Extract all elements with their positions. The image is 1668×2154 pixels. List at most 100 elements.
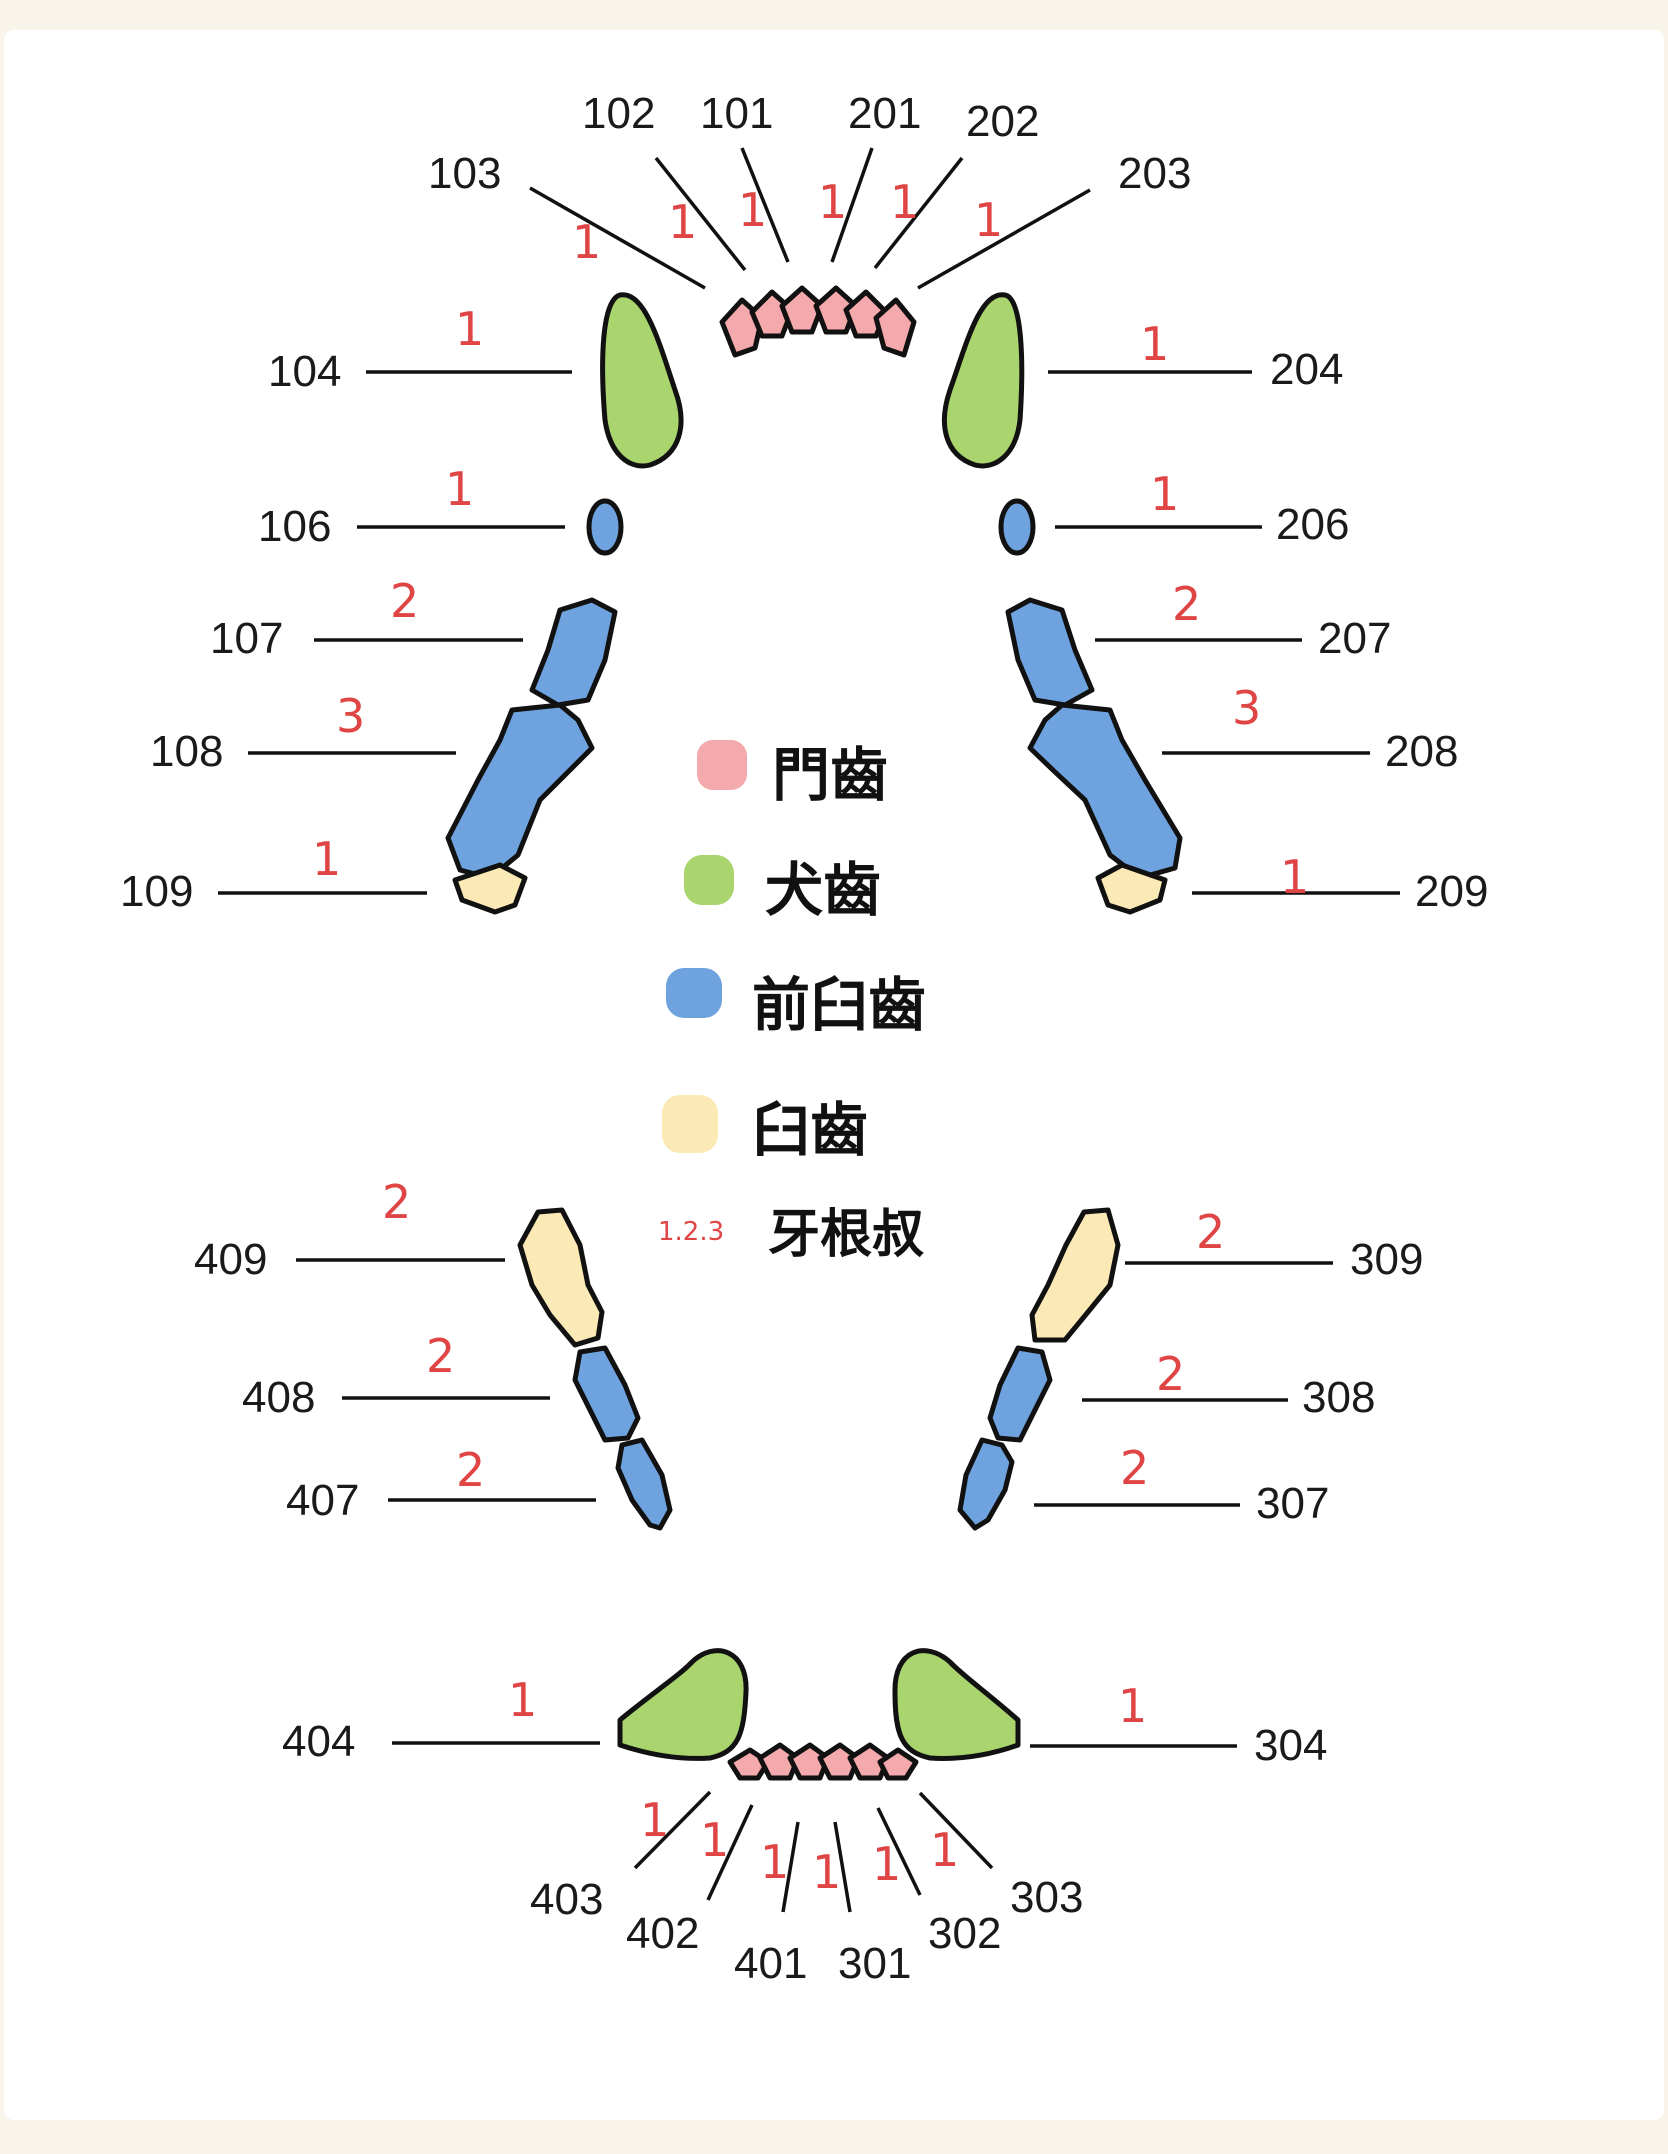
tooth-shape-308 [987,1345,1053,1443]
tooth-shape-206 [998,498,1036,556]
tooth-number-401: 401 [734,1939,807,1988]
legend-label-root-count: 牙根叔 [768,1205,924,1265]
root-count-208: 3 [1232,681,1261,735]
root-count-302: 1 [872,1837,901,1891]
root-count-303: 1 [930,1823,959,1877]
tooth-shape-407 [615,1437,673,1531]
tooth-number-107: 107 [210,614,283,663]
root-count-407: 2 [456,1443,485,1497]
root-count-104: 1 [455,302,484,356]
tooth-shape-208 [1027,702,1183,881]
tooth-number-102: 102 [582,89,655,138]
lower-incisors [727,1742,919,1781]
root-count-109: 1 [312,832,341,886]
tooth-shape-104 [600,292,684,469]
tooth-shape-404 [617,1648,749,1761]
tooth-number-108: 108 [150,727,223,776]
root-count-204: 1 [1140,317,1169,371]
tooth-shape-106 [586,498,624,556]
legend-label-molar: 臼齒 [752,1096,868,1164]
legend-swatch-premolar [666,968,722,1018]
legend-label-canine: 犬齒 [765,856,881,924]
root-count-201: 1 [818,175,847,229]
root-count-404: 1 [508,1673,537,1727]
legend: 門齒 犬齒 前臼齒 臼齒 1.2.3 牙根叔 [658,740,926,1265]
legend-swatch-incisor [697,740,747,790]
root-count-108: 3 [336,689,365,743]
leader-303 [918,1791,994,1870]
root-count-308: 2 [1156,1347,1185,1401]
tooth-number-303: 303 [1010,1873,1083,1922]
tooth-number-307: 307 [1256,1479,1329,1528]
legend-symbol-root-count: 1.2.3 [658,1217,724,1247]
root-count-106: 1 [445,462,474,516]
tooth-number-204: 204 [1270,345,1343,394]
tooth-number-404: 404 [282,1717,355,1766]
tooth-shape-109 [452,862,528,915]
tooth-number-309: 309 [1350,1235,1423,1284]
root-count-107: 2 [390,574,419,628]
root-count-101: 1 [738,183,767,237]
root-count-202: 1 [890,175,919,229]
legend-swatch-molar [662,1095,718,1153]
root-count-206: 1 [1150,467,1179,521]
tooth-shape-309 [1029,1207,1121,1343]
root-count-209: 1 [1280,850,1309,904]
leader-101 [740,147,790,263]
tooth-shape-304 [892,1648,1021,1761]
root-count-307: 2 [1120,1441,1149,1495]
tooth-number-202: 202 [966,97,1039,146]
tooth-shape-108 [445,702,595,881]
leader-403 [633,1790,712,1870]
tooth-number-209: 209 [1415,867,1488,916]
legend-label-incisor: 門齒 [772,741,888,809]
tooth-number-408: 408 [242,1373,315,1422]
tooth-shape-101 [779,285,825,335]
root-count-203: 1 [974,193,1003,247]
root-count-labels: 1 1 1 1 1 1 1 1 1 1 2 2 3 3 1 1 2 2 2 2 … [312,175,1309,1899]
upper-incisors [719,285,917,358]
root-count-402: 1 [700,1813,729,1867]
root-count-103: 1 [572,215,601,269]
tooth-number-206: 206 [1276,500,1349,549]
tooth-shape-409 [517,1207,605,1348]
tooth-number-201: 201 [848,89,921,138]
leader-402 [706,1804,754,1901]
tooth-shape-207 [1005,597,1095,708]
tooth-number-207: 207 [1318,614,1391,663]
tooth-shape-203 [873,297,917,358]
leader-103 [529,186,706,290]
leader-202 [873,156,964,270]
root-count-301: 1 [812,1845,841,1899]
tooth-number-203: 203 [1118,149,1191,198]
tooth-numbers: 102 101 201 202 103 203 104 204 106 206 … [120,89,1488,1988]
leader-201 [830,147,874,263]
tooth-number-106: 106 [258,502,331,551]
tooth-shape-303 [877,1747,919,1781]
tooth-number-304: 304 [1254,1721,1327,1770]
leader-301 [833,1821,852,1913]
tooth-shape-307 [957,1437,1015,1531]
root-count-309: 2 [1196,1205,1225,1259]
tooth-shape-107 [529,597,618,708]
tooth-number-109: 109 [120,867,193,916]
tooth-number-301: 301 [838,1939,911,1988]
root-count-408: 2 [426,1329,455,1383]
leader-302 [876,1807,922,1896]
root-count-102: 1 [668,195,697,249]
legend-label-premolar: 前臼齒 [752,971,926,1039]
leader-203 [917,188,1091,290]
tooth-shape-408 [572,1345,641,1443]
tooth-number-302: 302 [928,1909,1001,1958]
tooth-number-104: 104 [268,347,341,396]
tooth-shape-204 [941,292,1025,469]
legend-swatch-canine [684,855,734,905]
tooth-number-101: 101 [700,89,773,138]
leader-102 [654,156,747,272]
tooth-number-308: 308 [1302,1373,1375,1422]
root-count-401: 1 [760,1835,789,1889]
tooth-number-402: 402 [626,1909,699,1958]
root-count-304: 1 [1118,1679,1147,1733]
root-count-409: 2 [382,1175,411,1229]
